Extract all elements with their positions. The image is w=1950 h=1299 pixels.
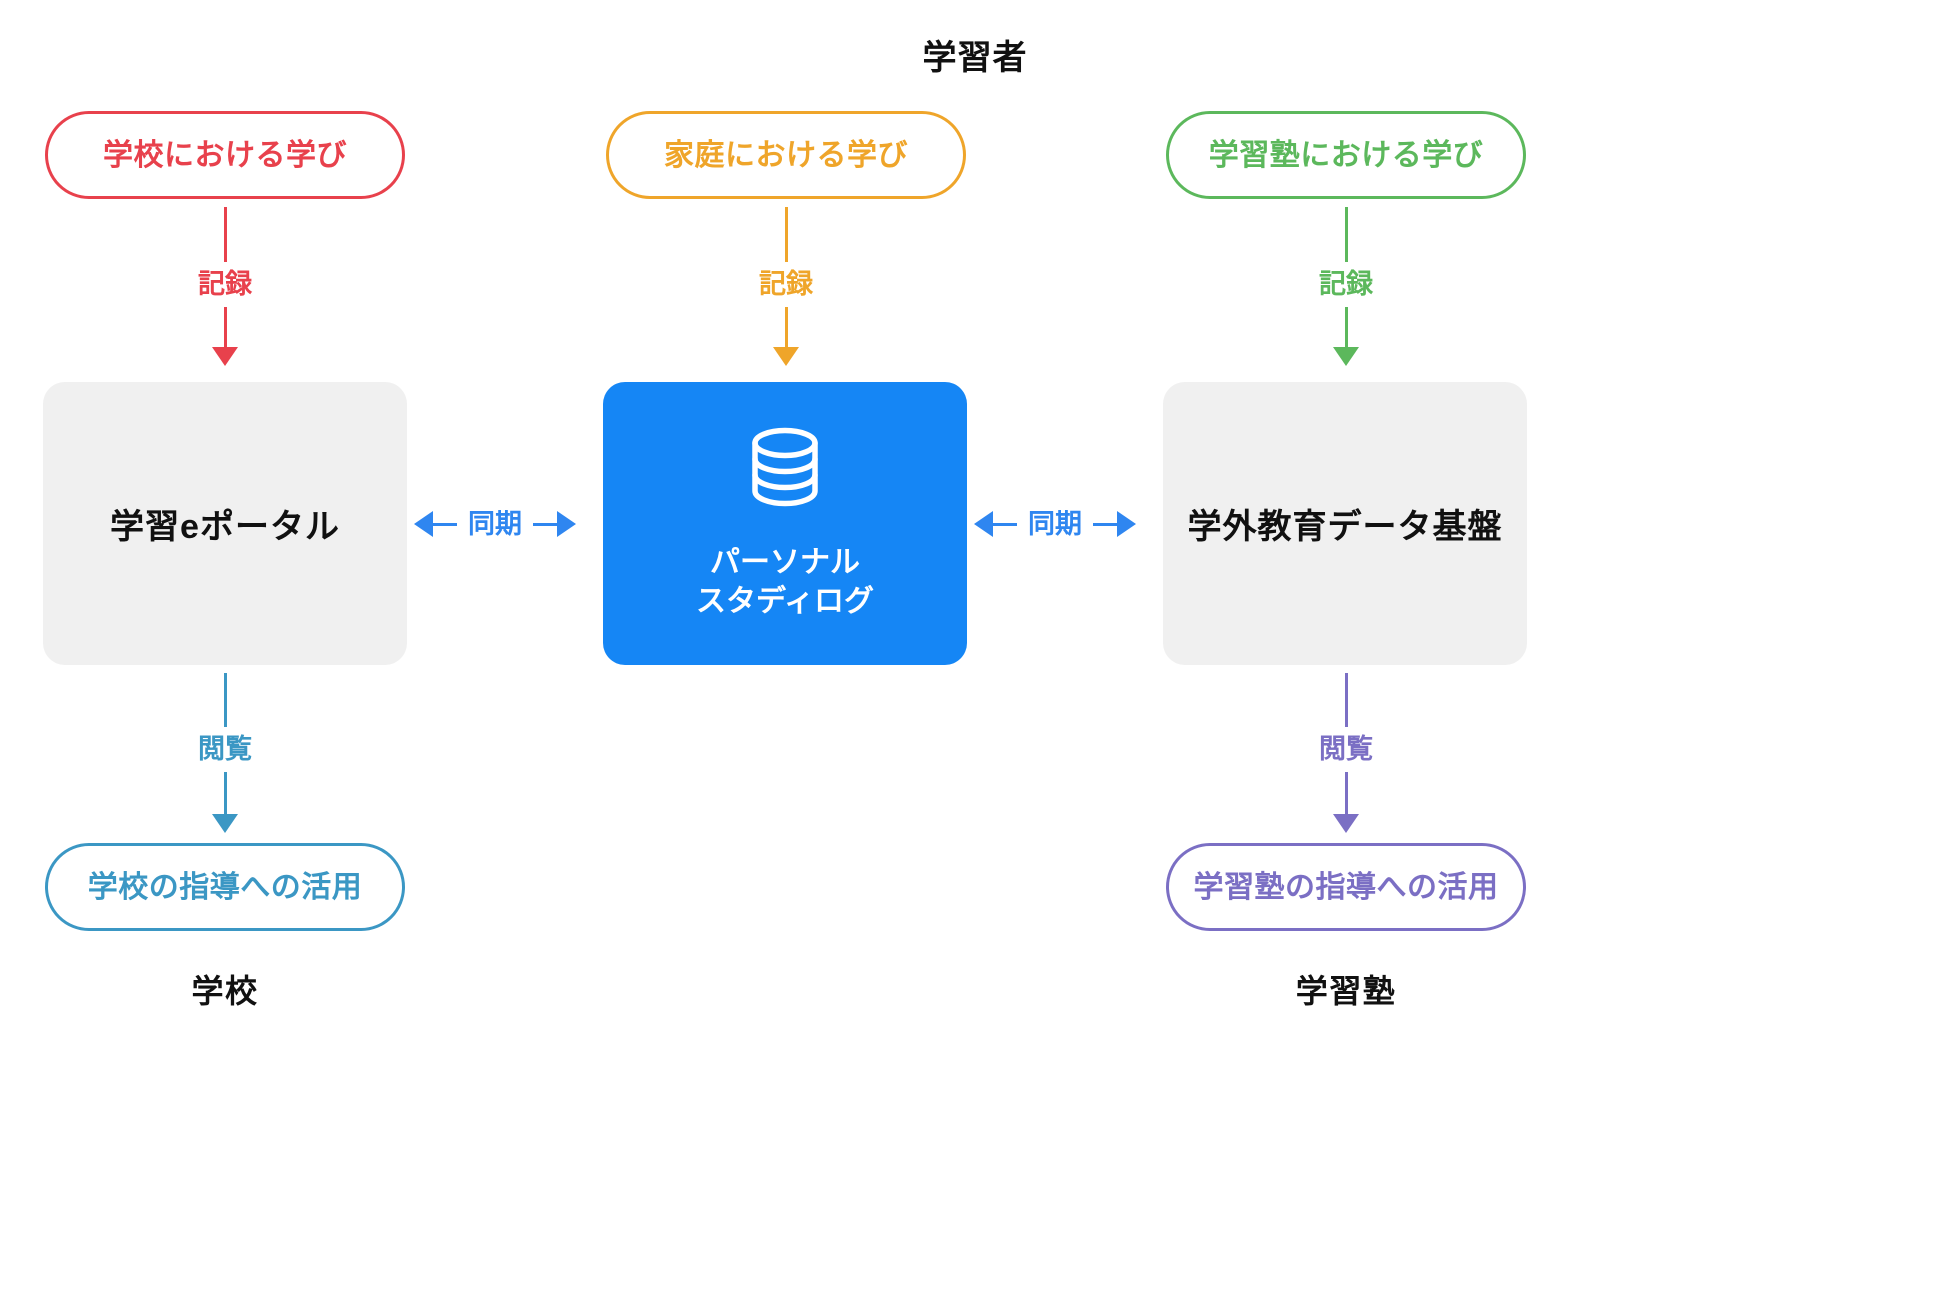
arrow-left-icon bbox=[974, 511, 993, 537]
arrow-down-icon bbox=[1333, 347, 1359, 366]
record-connector-home: 記録 bbox=[711, 207, 861, 366]
source-pill-home-label: 家庭における学び bbox=[664, 138, 908, 172]
usage-pill-juku-label: 学習塾の指導への活用 bbox=[1193, 870, 1499, 904]
source-pill-school[interactable]: 学校における学び bbox=[45, 111, 405, 199]
connector-line bbox=[784, 307, 788, 347]
arrow-right-icon bbox=[557, 511, 576, 537]
source-pill-school-label: 学校における学び bbox=[103, 138, 347, 172]
usage-pill-school-label: 学校の指導への活用 bbox=[87, 870, 363, 904]
system-card-left-title: 学習eポータル bbox=[110, 508, 340, 546]
arrow-down-icon bbox=[212, 347, 238, 366]
view-connector-school-label: 閲覧 bbox=[198, 734, 252, 764]
sync-connector-right-label: 同期 bbox=[1028, 508, 1082, 539]
source-pill-home[interactable]: 家庭における学び bbox=[606, 111, 966, 199]
connector-line bbox=[433, 522, 457, 526]
connector-line bbox=[1344, 207, 1348, 262]
sync-connector-right: 同期 bbox=[974, 509, 1158, 539]
system-card-left-portal[interactable]: 学習eポータル bbox=[43, 382, 407, 665]
record-connector-juku-label: 記録 bbox=[1319, 269, 1373, 299]
record-connector-school: 記録 bbox=[150, 207, 300, 366]
sync-connector-left: 同期 bbox=[414, 509, 598, 539]
connector-line bbox=[1344, 307, 1348, 347]
page-title: 学習者 bbox=[922, 39, 1028, 77]
system-card-right-external[interactable]: 学外教育データ基盤 bbox=[1163, 382, 1527, 665]
source-pill-juku-label: 学習塾における学び bbox=[1208, 138, 1484, 172]
connector-line bbox=[1344, 673, 1348, 727]
source-pill-juku[interactable]: 学習塾における学び bbox=[1166, 111, 1526, 199]
connector-line bbox=[784, 207, 788, 262]
system-card-center-title: パーソナル スタディログ bbox=[696, 546, 874, 618]
database-icon bbox=[748, 426, 822, 518]
system-card-center-studylog[interactable]: パーソナル スタディログ bbox=[603, 382, 967, 665]
connector-line bbox=[1344, 772, 1348, 814]
caption-school: 学校 bbox=[191, 973, 259, 1009]
view-connector-juku: 閲覧 bbox=[1271, 673, 1421, 833]
connector-line bbox=[223, 207, 227, 262]
usage-pill-juku[interactable]: 学習塾の指導への活用 bbox=[1166, 843, 1526, 931]
sync-connector-left-label: 同期 bbox=[468, 508, 522, 539]
arrow-right-icon bbox=[1117, 511, 1136, 537]
system-card-right-title: 学外教育データ基盤 bbox=[1187, 508, 1503, 546]
connector-line bbox=[223, 307, 227, 347]
arrow-down-icon bbox=[1333, 814, 1359, 833]
view-connector-school: 閲覧 bbox=[150, 673, 300, 833]
connector-line bbox=[533, 522, 557, 526]
arrow-down-icon bbox=[773, 347, 799, 366]
arrow-left-icon bbox=[414, 511, 433, 537]
view-connector-juku-label: 閲覧 bbox=[1319, 734, 1373, 764]
record-connector-home-label: 記録 bbox=[759, 269, 813, 299]
arrow-down-icon bbox=[212, 814, 238, 833]
record-connector-school-label: 記録 bbox=[198, 269, 252, 299]
record-connector-juku: 記録 bbox=[1271, 207, 1421, 366]
connector-line bbox=[993, 522, 1017, 526]
connector-line bbox=[223, 673, 227, 727]
connector-line bbox=[223, 772, 227, 814]
caption-juku: 学習塾 bbox=[1295, 973, 1397, 1009]
connector-line bbox=[1093, 522, 1117, 526]
usage-pill-school[interactable]: 学校の指導への活用 bbox=[45, 843, 405, 931]
